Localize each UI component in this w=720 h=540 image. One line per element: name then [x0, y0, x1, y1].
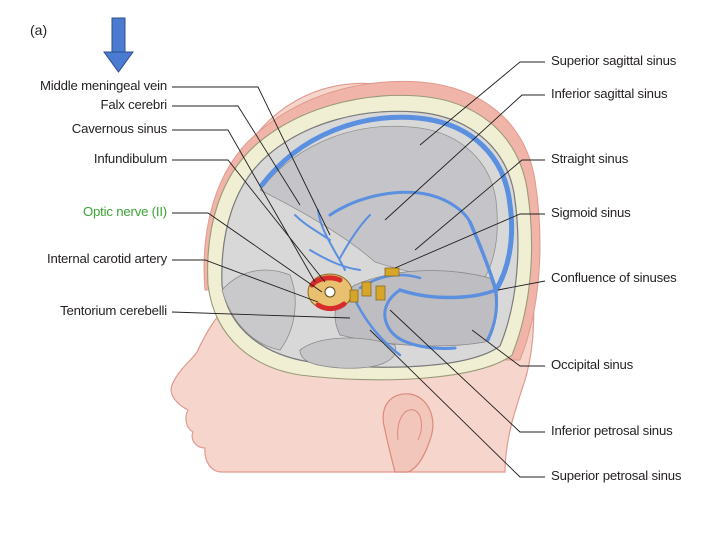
- label-occipital-sinus: Occipital sinus: [551, 357, 634, 372]
- leader-superior-petrosal-sinus: [369, 329, 545, 478]
- label-cavernous-sinus: Cavernous sinus: [71, 121, 167, 136]
- down-arrow-icon: [103, 17, 134, 73]
- leader-cavernous-sinus: [172, 129, 316, 283]
- cavernous-sinus-region: [307, 267, 400, 312]
- label-sigmoid-sinus: Sigmoid sinus: [551, 205, 631, 220]
- tentorium-sheet: [334, 270, 496, 347]
- label-superior-petrosal-sinus: Superior petrosal sinus: [551, 468, 682, 483]
- leader-confluence-of-sinuses: [497, 280, 546, 291]
- label-tentorium-cerebelli: Tentorium cerebelli: [60, 303, 167, 318]
- leader-sigmoid-sinus: [394, 213, 545, 269]
- inferior-petrosal-sinus-vessel: [353, 298, 402, 357]
- sigmoid-sinus-vessel: [383, 288, 457, 350]
- leader-superior-sagittal-sinus: [419, 61, 545, 146]
- label-infundibulum: Infundibulum: [93, 151, 167, 166]
- leader-falx-cerebri: [172, 105, 301, 206]
- label-falx-cerebri: Falx cerebri: [100, 97, 168, 112]
- label-inferior-sagittal-sinus: Inferior sagittal sinus: [551, 86, 668, 101]
- label-straight-sinus: Straight sinus: [551, 151, 629, 166]
- leader-occipital-sinus: [471, 329, 545, 367]
- label-superior-sagittal-sinus: Superior sagittal sinus: [551, 53, 677, 68]
- straight-sinus-vessel: [468, 220, 498, 292]
- transverse-sinus-vessel: [398, 288, 498, 300]
- label-confluence-of-sinuses: Confluence of sinuses: [551, 270, 677, 285]
- leader-straight-sinus: [414, 159, 545, 251]
- middle-meningeal-vein-vessel: [294, 209, 371, 271]
- occipital-sinus-vessel: [486, 288, 499, 342]
- leader-internal-carotid-artery: [172, 259, 319, 303]
- leader-optic-nerve: [172, 212, 323, 293]
- superior-sagittal-sinus-vessel: [259, 114, 515, 293]
- label-inferior-petrosal-sinus: Inferior petrosal sinus: [551, 423, 673, 438]
- ear: [382, 393, 434, 473]
- label-internal-carotid-artery: Internal carotid artery: [46, 251, 167, 266]
- label-middle-meningeal-vein: Middle meningeal vein: [39, 78, 167, 93]
- leader-infundibulum: [172, 159, 326, 283]
- leader-middle-meningeal-vein: [172, 86, 331, 236]
- leader-tentorium-cerebelli: [171, 311, 351, 319]
- label-optic-nerve: Optic nerve (II): [82, 204, 167, 219]
- leader-inferior-petrosal-sinus: [389, 309, 545, 433]
- falx-cerebri-sheet: [259, 125, 498, 286]
- panel-label: (a): [30, 22, 48, 38]
- leader-inferior-sagittal-sinus: [384, 94, 545, 221]
